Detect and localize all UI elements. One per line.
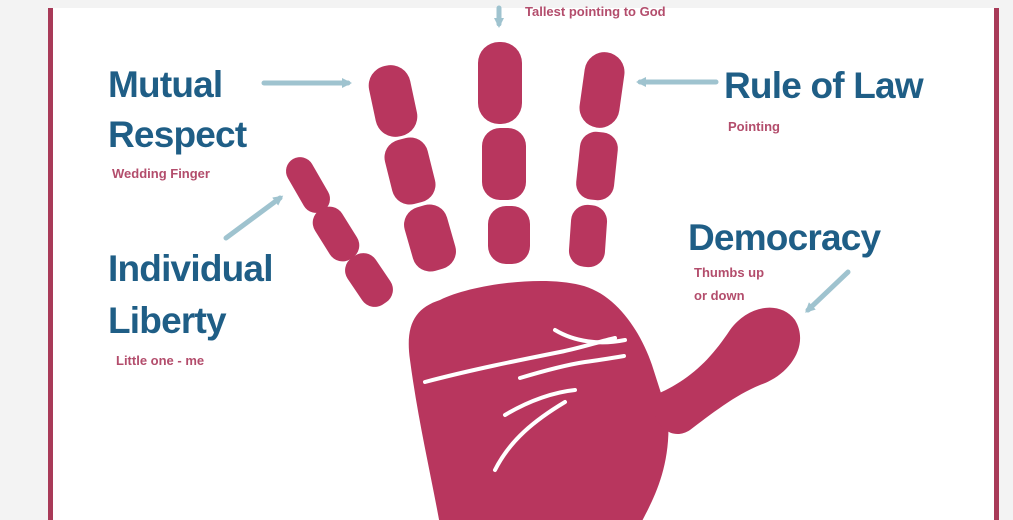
rule-of-law-subtitle: Pointing	[728, 119, 780, 134]
finger-index	[568, 50, 627, 269]
rule-of-law-title: Rule of Law	[724, 67, 923, 105]
mutual-respect-subtitle: Wedding Finger	[112, 166, 210, 181]
arrow-individual-liberty	[226, 198, 280, 238]
finger-middle	[478, 42, 530, 264]
individual-liberty-title-line1: Individual	[108, 250, 273, 288]
democracy-title: Democracy	[688, 219, 880, 257]
arrow-democracy	[808, 272, 848, 310]
individual-liberty-subtitle: Little one - me	[116, 353, 204, 368]
democracy-subtitle-line2: or down	[694, 288, 745, 303]
hand-icon	[281, 42, 800, 520]
mutual-respect-title-line1: Mutual	[108, 66, 222, 104]
democracy-subtitle-line1: Thumbs up	[694, 265, 764, 280]
finger-pinky	[281, 152, 399, 313]
individual-liberty-title-line2: Liberty	[108, 302, 226, 340]
mutual-respect-title-line2: Respect	[108, 116, 246, 154]
top-note: Tallest pointing to God	[525, 4, 666, 19]
thumb-shape	[655, 308, 800, 434]
finger-ring	[365, 61, 460, 275]
